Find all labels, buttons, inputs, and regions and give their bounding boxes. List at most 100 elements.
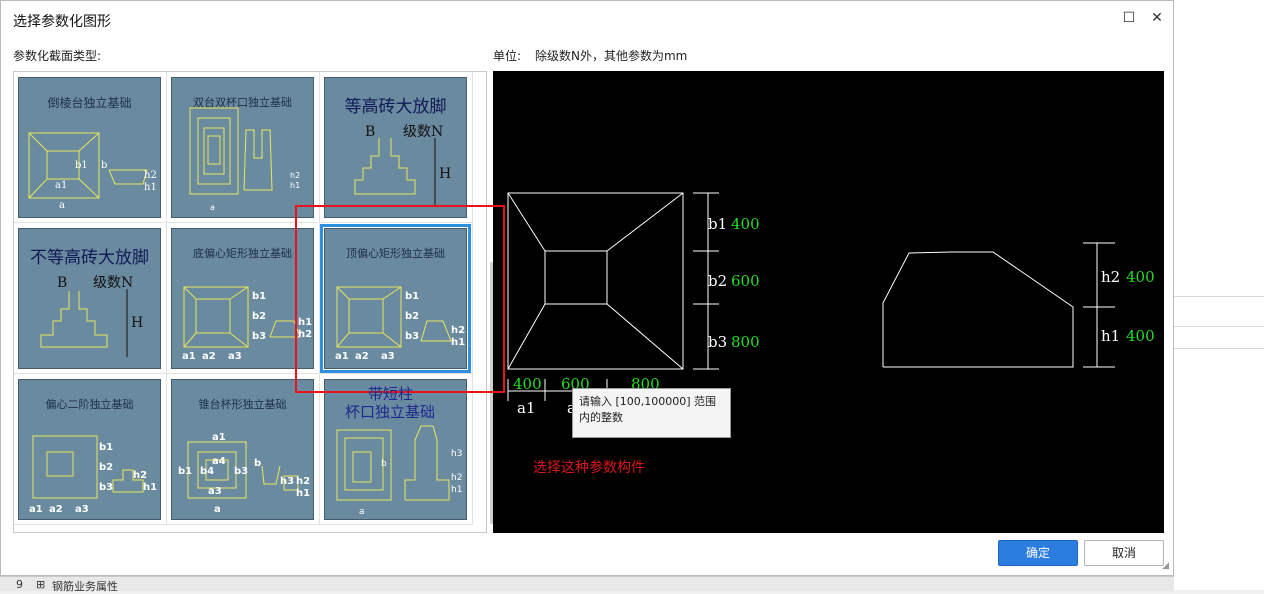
svg-text:b3: b3 [99, 482, 113, 493]
svg-text:b1: b1 [99, 442, 113, 453]
svg-text:H: H [439, 166, 451, 182]
background-divider [1174, 348, 1264, 349]
dim-value-b2: 600 [731, 272, 760, 290]
svg-text:h2: h2 [296, 476, 310, 487]
row-number: 9 [16, 578, 23, 591]
expand-icon[interactable]: ⊞ [36, 578, 46, 591]
svg-text:a: a [59, 200, 65, 211]
svg-text:b3: b3 [252, 331, 266, 342]
background-property-row: 9 ⊞ 钢筋业务属性 [0, 576, 1174, 593]
svg-text:级数N: 级数N [93, 275, 133, 291]
svg-text:h2: h2 [298, 329, 312, 340]
svg-text:a2: a2 [355, 351, 369, 362]
background-divider [1174, 326, 1264, 327]
svg-text:h3: h3 [280, 476, 294, 487]
svg-text:a3: a3 [228, 351, 242, 362]
svg-text:B: B [57, 275, 67, 291]
svg-text:h2: h2 [290, 171, 300, 180]
svg-text:h1: h1 [451, 485, 462, 495]
svg-text:b4: b4 [200, 466, 214, 477]
svg-text:a1: a1 [55, 180, 67, 191]
svg-text:h2: h2 [144, 170, 157, 181]
dim-value-h2: 400 [1126, 268, 1155, 286]
svg-text:b2: b2 [405, 311, 419, 322]
svg-text:a2: a2 [49, 504, 63, 515]
section-type-label: 参数化截面类型: [13, 49, 102, 63]
svg-text:h1: h1 [144, 182, 157, 193]
dim-label-b2: b2 [708, 272, 727, 290]
dim-label-a1: a1 [517, 399, 536, 417]
dim-label-b1: b1 [708, 215, 727, 233]
svg-text:a: a [210, 203, 215, 212]
svg-text:a2: a2 [202, 351, 216, 362]
dim-label-b3: b3 [708, 333, 727, 351]
svg-text:b1: b1 [178, 466, 192, 477]
svg-text:a1: a1 [335, 351, 349, 362]
thumbnail-title: 偏心二阶独立基础 [45, 398, 134, 411]
svg-text:a4: a4 [212, 456, 226, 467]
svg-text:a3: a3 [381, 351, 395, 362]
svg-text:a3: a3 [208, 486, 222, 497]
select-parametric-shape-dialog: 选择参数化图形 ☐ ✕ 参数化截面类型: 单位: 除级数N外，其他参数为mm 倒… [0, 0, 1174, 576]
dim-label-a2: a [567, 399, 576, 417]
gallery-scrollbar[interactable] [490, 262, 494, 524]
thumbnail-title: 双台双杯口独立基础 [193, 96, 292, 109]
dim-value-b3: 800 [731, 333, 760, 351]
unit-text: 除级数N外，其他参数为mm [535, 49, 688, 63]
svg-text:h1: h1 [290, 181, 300, 190]
tooltip-line: 请输入 [100,100000] 范围 [579, 395, 717, 408]
background-app-panel [1174, 0, 1264, 590]
annotation-note: 选择这种参数构件 [533, 460, 645, 476]
svg-text:a1: a1 [212, 432, 226, 443]
svg-text:h1: h1 [143, 482, 157, 493]
maximize-button[interactable]: ☐ [1122, 10, 1136, 26]
svg-text:b2: b2 [99, 462, 113, 473]
cancel-button[interactable]: 取消 [1084, 540, 1164, 566]
dim-value-a1: 400 [513, 375, 542, 393]
dialog-title: 选择参数化图形 [13, 14, 111, 30]
svg-text:h1: h1 [296, 488, 310, 499]
close-button[interactable]: ✕ [1151, 10, 1163, 26]
ok-button[interactable]: 确定 [998, 540, 1078, 566]
section-view [882, 242, 1115, 368]
unit-label: 单位: [493, 49, 522, 63]
input-range-tooltip: 请输入 [100,100000] 范围 内的整数 [572, 388, 731, 438]
annotation-short-column: 带短柱 [368, 385, 414, 403]
svg-text:级数N: 级数N [403, 124, 443, 140]
svg-text:a: a [359, 507, 365, 517]
background-divider [1174, 296, 1264, 297]
row-label: 钢筋业务属性 [52, 580, 118, 593]
dim-value-b1: 400 [731, 215, 760, 233]
annotation-cup-footing: 杯口独立基础 [345, 403, 436, 421]
thumbnail-title: 顶偏心矩形独立基础 [346, 247, 445, 260]
thumbnail-title: 锥台杯形独立基础 [198, 398, 287, 411]
dim-label-h2: h2 [1101, 268, 1120, 286]
thumbnail-title: 等高砖大放脚 [344, 97, 447, 117]
thumbnail-title: 倒棱台独立基础 [47, 96, 132, 110]
resize-grip-icon[interactable]: ◢ [1162, 561, 1169, 571]
